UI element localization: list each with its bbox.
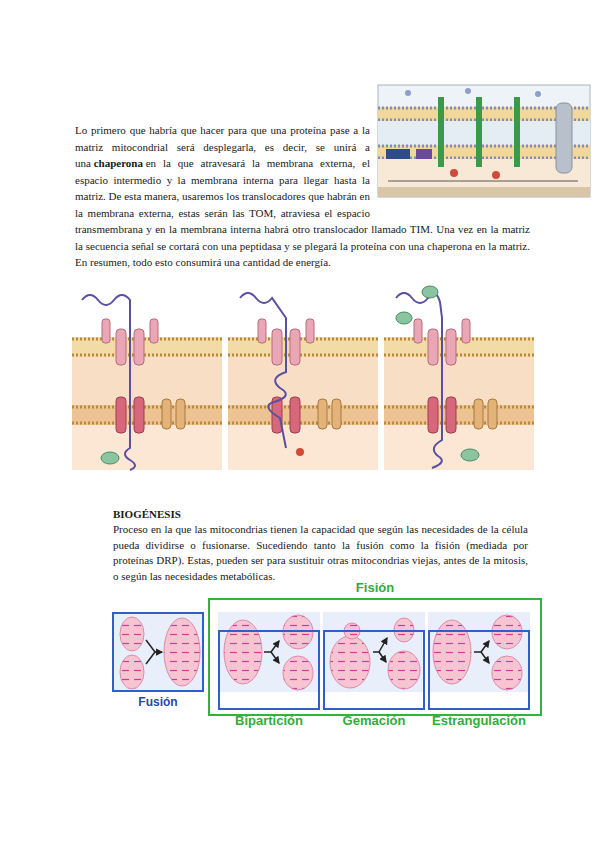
bold-term: chaperona <box>94 157 143 169</box>
panel-caption: Estrangulación <box>432 713 526 731</box>
import-panel <box>384 285 534 470</box>
panel-caption: Fusión <box>138 695 177 709</box>
panel-caption: Gemación <box>343 713 406 731</box>
section-heading: BIOGÉNESIS <box>113 506 528 523</box>
panel-outline <box>218 630 320 710</box>
section-heading: BIOGÉNESIS <box>113 508 181 520</box>
mitochondria-panel: Estrangulación <box>428 630 530 731</box>
body-text: en la que atravesará la membrana externa… <box>75 157 530 268</box>
group-outline: BiparticiónGemaciónEstrangulación <box>208 598 542 716</box>
chaperone <box>101 286 479 464</box>
fission-group: FisiónBiparticiónGemaciónEstrangulación <box>208 580 542 716</box>
mitochondria-panel: Fusión <box>112 612 204 709</box>
import-panel <box>72 285 222 470</box>
mitochondria-panel: Bipartición <box>218 630 320 731</box>
mitochondrion <box>120 615 522 690</box>
box-fill <box>112 612 530 692</box>
panel-caption: Bipartición <box>235 713 303 731</box>
group-title: Fisión <box>356 580 394 598</box>
panel-outline <box>323 630 425 710</box>
mitochondria-panel: Gemación <box>323 630 425 731</box>
paragraph: Proceso en la que las mitocondrias tiene… <box>113 522 528 584</box>
import-panel <box>228 285 378 470</box>
process-arrow <box>146 638 489 664</box>
membrane-figure <box>378 85 590 197</box>
body-text: Proceso en la que las mitocondrias tiene… <box>113 523 528 582</box>
paragraph: Lo primero que habría que hacer para que… <box>75 122 530 271</box>
panel-outline <box>112 612 204 692</box>
panel-outline <box>428 630 530 710</box>
polypeptide-chain <box>82 293 442 470</box>
